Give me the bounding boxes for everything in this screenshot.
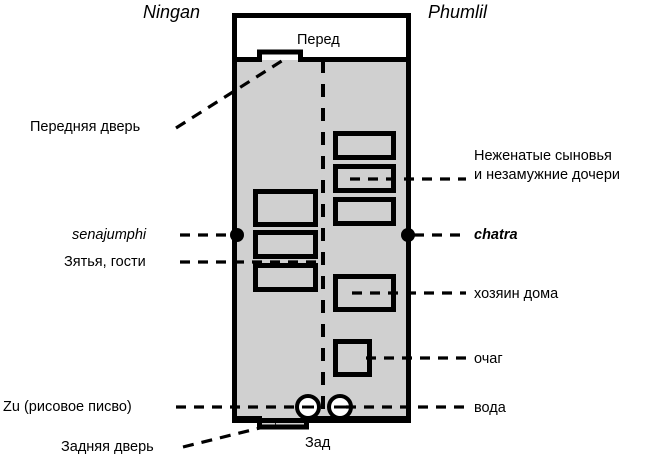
right-platform-group — [333, 131, 396, 377]
label-front-door: Передняя дверь — [30, 119, 141, 135]
platform-left-lower — [253, 263, 318, 292]
label-sons-in-law-guests: Зятья, гости — [64, 254, 146, 270]
leader-front-door — [175, 55, 289, 130]
hearth-square — [333, 339, 372, 377]
label-unmarried-children-line2: и незамужние дочери — [474, 166, 621, 183]
label-unmarried-children: Неженатые сыновья и незамужние дочери — [474, 147, 620, 185]
chatra-boundary-dot — [401, 228, 415, 242]
leader-lines-right — [346, 177, 466, 409]
side-title-phumlil: Phumlil — [428, 2, 488, 22]
platform-house-master — [333, 274, 396, 312]
label-zu-italic-part: Zu — [3, 399, 20, 415]
platform-left-middle — [253, 230, 318, 259]
water-vessel-group — [295, 394, 353, 420]
front-orientation-label: Перед — [297, 32, 340, 48]
platform-right-upper — [333, 131, 396, 160]
left-platform-group — [253, 189, 318, 292]
back-orientation-label: Зад — [305, 435, 331, 451]
front-door-wall — [237, 49, 406, 62]
label-senajumphi: senajumphi — [72, 227, 147, 243]
label-unmarried-children-line1: Неженатые сыновья — [474, 148, 612, 164]
boundary-dot-group — [230, 228, 415, 242]
label-chatra: chatra — [474, 227, 518, 243]
label-water: вода — [474, 400, 506, 416]
label-back-door: Задняя дверь — [61, 439, 154, 455]
leader-lines-left — [175, 55, 318, 449]
label-hearth: очаг — [474, 351, 503, 367]
platform-right-lower — [333, 197, 396, 226]
leader-back-door — [182, 422, 277, 449]
back-door-wall — [237, 416, 406, 430]
platform-right-middle — [333, 164, 396, 193]
platform-left-upper — [253, 189, 318, 227]
side-title-ningan: Ningan — [143, 2, 201, 22]
senajumphi-boundary-dot — [230, 228, 244, 242]
label-zu-rice-beer: Zu (рисовое писво) — [3, 398, 132, 417]
house-outer-wall — [232, 13, 411, 423]
label-zu-rest-part: (рисовое писво) — [19, 399, 132, 415]
label-house-master: хозяин дома — [474, 286, 559, 302]
